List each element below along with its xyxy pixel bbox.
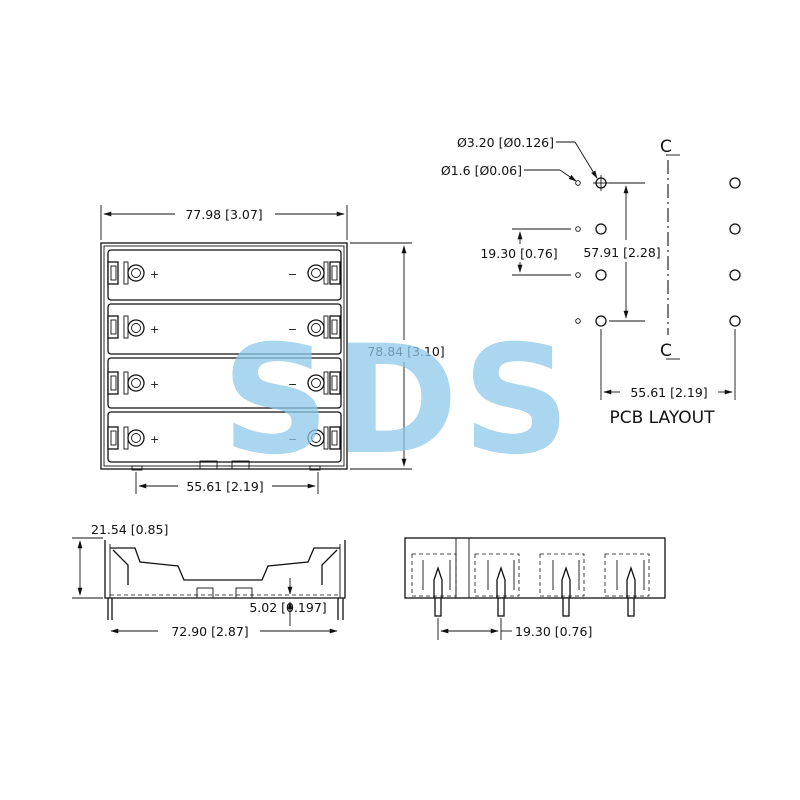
width-dimension: 77.98 [3.07] <box>185 207 262 222</box>
small-hole-callout: Ø1.6 [Ø0.06] <box>441 163 522 178</box>
row-span-dimension: 57.91 [2.28] <box>583 245 660 260</box>
plus-sign-4: + <box>150 433 159 446</box>
minus-sign-2: − <box>288 323 297 336</box>
pin-length-dimension: 5.02 [0.197] <box>249 600 326 615</box>
pcb-layout: C C Ø3.20 [Ø0.126] Ø1.6 [Ø0.06] 19.30 [0… <box>441 135 741 428</box>
contact-2 <box>487 560 515 617</box>
plus-sign-3: + <box>150 378 159 391</box>
minus-sign-4: − <box>288 433 297 446</box>
top-view: + + + + − − − − 77.98 [3.07] 78.84 [3.10… <box>100 205 445 494</box>
centerline-symbol-top: C <box>660 137 672 157</box>
holder-inner-outline <box>103 245 345 467</box>
height-dimension: 78.84 [3.10] <box>367 344 444 359</box>
side-view: 21.54 [0.85] 5.02 [0.197] 72.90 [2.87] <box>72 522 346 639</box>
sds-watermark: SDS <box>222 314 575 488</box>
centerline-symbol-bottom: C <box>660 341 672 361</box>
side-length-dimension: 72.90 [2.87] <box>171 624 248 639</box>
front-view: 19.30 [0.76] <box>404 537 666 640</box>
holder-outline <box>100 242 348 470</box>
minus-sign-1: − <box>288 268 297 281</box>
battery-cell-1 <box>107 249 342 301</box>
contact-3 <box>552 560 580 617</box>
pcb-hole-small <box>575 180 581 186</box>
battery-cell-4 <box>107 411 342 463</box>
contact-4 <box>616 560 645 617</box>
pin-span-dimension: 55.61 [2.19] <box>186 479 263 494</box>
plus-sign-2: + <box>150 323 159 336</box>
battery-cell-2 <box>107 303 342 355</box>
minus-sign-3: − <box>288 378 297 391</box>
column-span-dimension: 55.61 [2.19] <box>630 385 707 400</box>
large-hole-callout: Ø3.20 [Ø0.126] <box>457 135 554 150</box>
plus-sign-1: + <box>150 268 159 281</box>
front-pitch-dimension: 19.30 [0.76] <box>515 624 592 639</box>
battery-cell-3 <box>107 357 342 409</box>
contact-1 <box>422 560 451 617</box>
pcb-layout-title: PCB LAYOUT <box>609 408 715 428</box>
side-height-dimension: 21.54 [0.85] <box>91 522 168 537</box>
pcb-pitch-dimension: 19.30 [0.76] <box>480 246 557 261</box>
